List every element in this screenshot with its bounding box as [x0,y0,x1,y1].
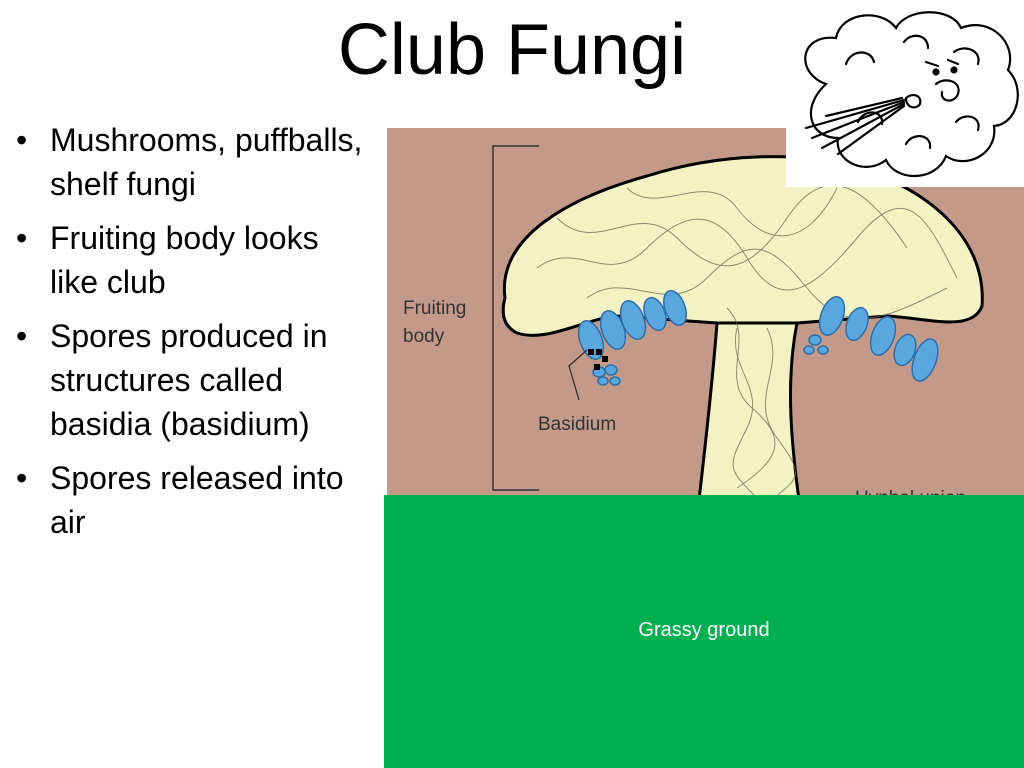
hyphae [536,184,958,500]
ground-label: Grassy ground [638,619,770,641]
slide-title: Club Fungi [337,10,687,90]
left-spores [577,289,687,386]
bullet-text: Spores released into air [50,460,344,540]
label-fruiting: Fruiting [403,298,466,319]
bullet-item: •Spores produced in structures called ba… [16,318,328,442]
mushroom-cap [501,155,984,337]
label-basidium: Basidium [538,414,616,435]
bullet-item: •Fruiting body looks like club [16,220,319,300]
bullet-list: •Mushrooms, puffballs, shelf fungi •Frui… [14,118,364,554]
label-body: body [403,326,445,347]
bullet-text: Mushrooms, puffballs, shelf fungi [50,122,363,202]
right-spores [803,296,939,382]
grassy-ground-box: Grassy ground [384,495,1024,768]
fruiting-body-bracket [492,145,539,491]
bullet-text: Spores produced in structures called bas… [50,318,328,442]
basidium-pointer [568,349,588,401]
bullet-item: •Spores released into air [16,460,344,540]
wind-cloud-icon [786,4,1024,187]
bullet-text: Fruiting body looks like club [50,220,319,300]
basidium-marker [588,349,608,370]
mushroom-diagram: Fruiting body Basidium Hyphal union [387,128,1024,500]
bullet-item: •Mushrooms, puffballs, shelf fungi [16,122,363,202]
mushroom-stalk [697,321,801,500]
